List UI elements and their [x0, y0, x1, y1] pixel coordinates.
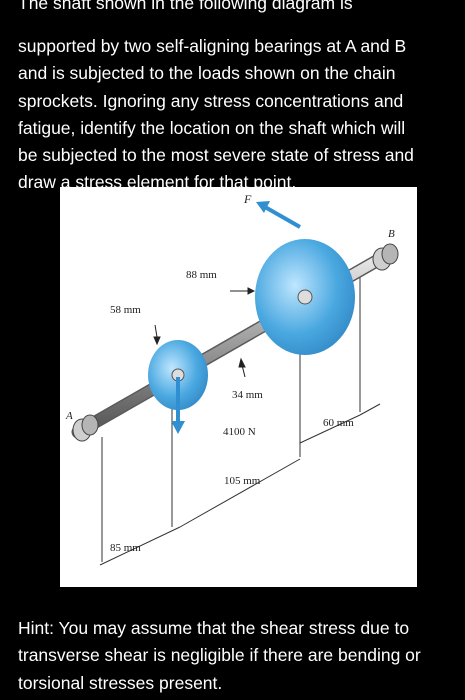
question-cut-line: The shaft shown in the following diagram…: [18, 0, 353, 13]
label-a: A: [65, 410, 73, 422]
bearing-a: [72, 414, 99, 442]
label-105mm: 105 mm: [224, 475, 261, 487]
force-4100-arrow: [171, 377, 185, 434]
question-line: supported by two self-aligning bearings …: [18, 36, 407, 56]
label-f: F: [243, 192, 252, 206]
leader-arrows: [153, 287, 256, 378]
hint-line: transverse shear is negligible if there …: [18, 645, 421, 666]
label-34mm: 34 mm: [232, 389, 263, 401]
label-58mm: 58 mm: [110, 304, 141, 316]
question-text: supported by two self-aligning bearings …: [18, 33, 453, 197]
shaft-diagram-svg: F B A 88 mm 58 mm 34 mm 4100 N 60 mm 105…: [65, 192, 399, 566]
shaft-diagram: F B A 88 mm 58 mm 34 mm 4100 N 60 mm 105…: [60, 187, 417, 587]
dimension-lines: [99, 277, 381, 566]
hint-line: Hint: You may assume that the shear stre…: [18, 618, 410, 638]
question-line: and is subjected to the loads shown on t…: [18, 63, 396, 84]
label-b: B: [388, 228, 395, 240]
bearing-b: [372, 243, 399, 271]
force-f-arrow: [256, 201, 301, 229]
label-85mm: 85 mm: [110, 542, 141, 554]
question-line: fatigue, identify the location on the sh…: [18, 117, 406, 138]
hint-line: torsional stresses present.: [18, 672, 223, 693]
question-line: sprockets. Ignoring any stress concentra…: [18, 90, 404, 111]
label-60mm: 60 mm: [323, 417, 354, 429]
label-88mm: 88 mm: [186, 269, 217, 281]
hint-text: Hint: You may assume that the shear stre…: [18, 615, 453, 697]
label-4100n: 4100 N: [223, 426, 256, 438]
question-line: be subjected to the most severe state of…: [18, 145, 414, 166]
large-sprocket: [255, 239, 355, 355]
